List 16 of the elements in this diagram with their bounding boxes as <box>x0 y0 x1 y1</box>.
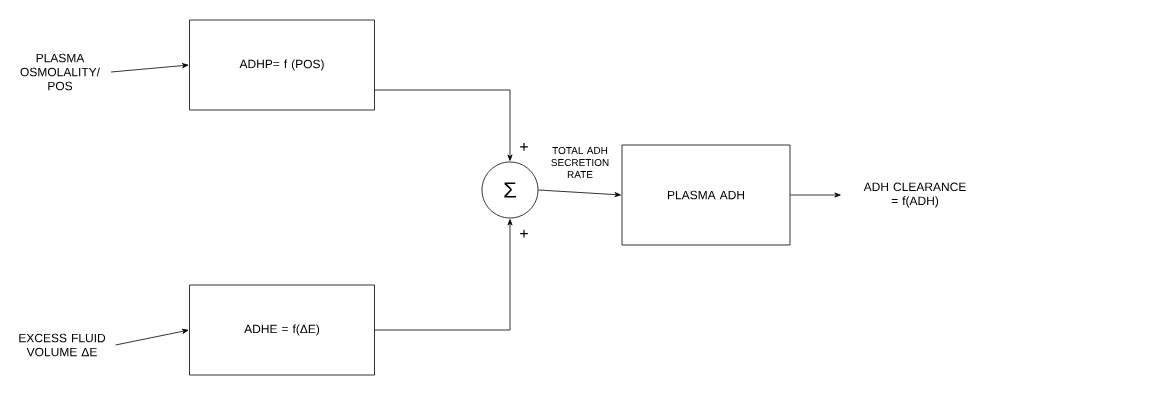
arrow <box>110 63 189 73</box>
arrow <box>538 189 621 198</box>
input-text: EXCESS FLUID VOLUME ΔE <box>19 333 106 357</box>
block-box: ADHP= f (POS) <box>189 19 375 111</box>
arrow <box>374 219 513 331</box>
block-box: ADHE = f(ΔE) <box>189 284 375 376</box>
arrow <box>790 192 841 198</box>
output-text: ADH CLEARANCE = f(ADH) <box>863 182 966 208</box>
edge-label: + <box>518 142 530 154</box>
edge-label: + <box>518 228 530 240</box>
block-box: PLASMA ADH <box>621 144 791 246</box>
edge-label: TOTAL ADH SECRETION RATE <box>539 146 621 179</box>
input-text: PLASMA OSMOLALITY/ POS <box>20 53 100 91</box>
arrow <box>374 89 513 161</box>
summing-junction: Σ <box>481 161 539 219</box>
arrow <box>115 328 189 346</box>
